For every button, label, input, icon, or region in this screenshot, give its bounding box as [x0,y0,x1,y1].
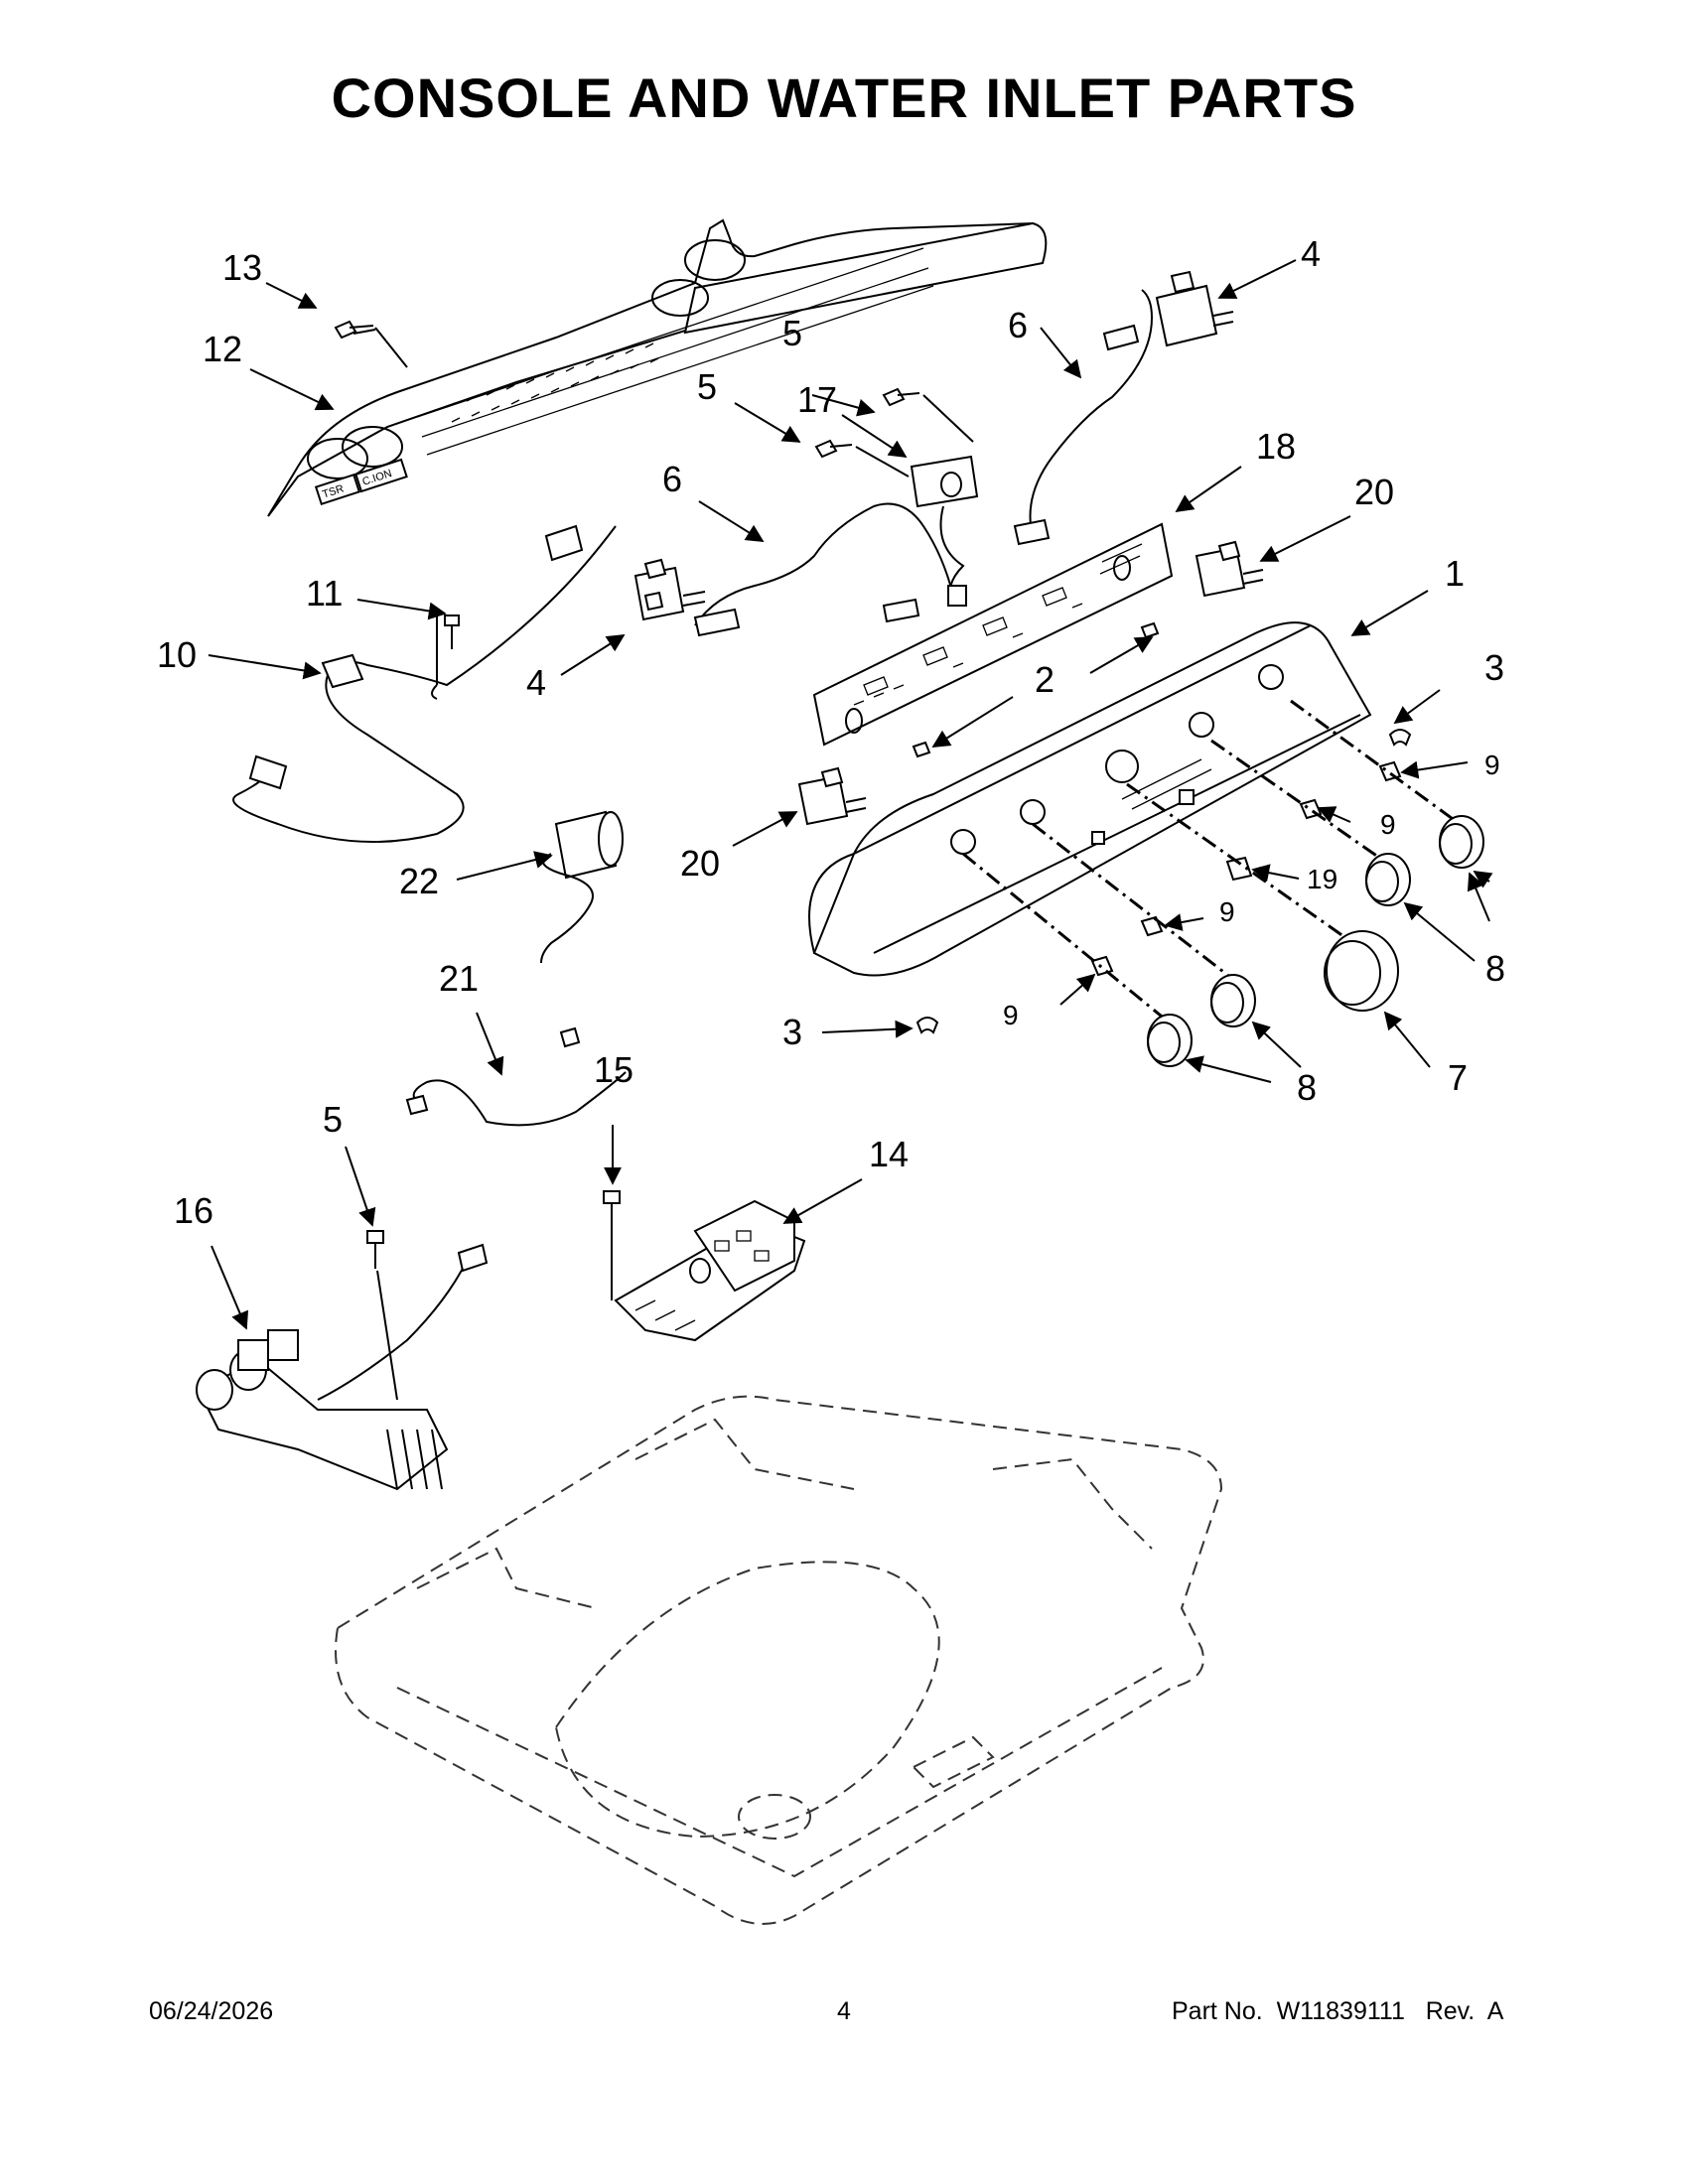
callout-5-top: 5 [782,313,802,353]
callout-labels: 1 2 3 3 4 4 5 5 5 6 6 7 8 8 9 9 9 9 10 1… [157,233,1505,1231]
callout-6-right: 6 [1008,305,1028,345]
callout-5-valve: 5 [323,1099,343,1140]
callout-7: 7 [1448,1057,1468,1098]
knob-8-upper-right [1439,815,1484,869]
callout-20-left: 20 [680,843,720,884]
screw-5-valve [366,1230,384,1269]
footer-date: 06/24/2026 [149,1997,274,2025]
footer-page-number: 4 [837,1997,851,2025]
callout-6-left: 6 [662,459,682,499]
switch-20-left [797,766,867,826]
callout-5-mid: 5 [697,366,717,407]
callout-3-lower: 3 [782,1012,802,1052]
harness-6-right [1013,289,1154,546]
footer-part-number: Part No. W11839111 Rev. A [1172,1997,1504,2025]
knob-8-lower-right [1210,974,1256,1027]
power-cord-10 [232,524,617,843]
harness-21 [405,1026,627,1127]
screw-11 [444,614,460,649]
ui-board-18 [812,522,1174,747]
insert-19 [1225,856,1253,882]
callout-13: 13 [222,247,262,288]
callout-14: 14 [869,1134,909,1174]
console-1 [808,621,1372,977]
control-board-14 [614,1199,806,1342]
sensor-17 [910,455,979,607]
callout-18: 18 [1256,426,1296,467]
callout-3-upper: 3 [1484,647,1504,688]
clip-3-lower [915,1017,939,1034]
leader-arrows [208,259,1493,1330]
switch-20-right [1195,540,1264,598]
harness-6-left [693,502,954,637]
callout-4-lower: 4 [526,662,546,703]
clip-3-upper [1388,729,1412,747]
callout-19: 19 [1307,864,1337,894]
callout-11: 11 [306,573,343,614]
callout-21: 21 [439,958,479,999]
switch-4-right [1155,270,1234,347]
console-cover-12: TSR C.ION [267,218,1048,517]
page-title: CONSOLE AND WATER INLET PARTS [331,67,1357,129]
callout-8-upper: 8 [1485,948,1505,989]
callout-17: 17 [797,379,837,420]
callout-2: 2 [1035,659,1055,700]
callout-9-d: 9 [1003,1000,1019,1030]
callout-9-a: 9 [1484,750,1500,780]
knob-7 [1324,930,1399,1012]
callout-22: 22 [399,861,439,901]
callout-9-b: 9 [1380,809,1396,840]
callout-20-right: 20 [1354,472,1394,512]
inlet-valve-16 [196,1243,489,1491]
switch-4-left [633,558,706,621]
callout-10: 10 [157,634,197,675]
screw-13 [334,320,376,340]
screw-5-upper [882,387,920,407]
callout-1: 1 [1445,553,1465,594]
callout-15: 15 [594,1049,633,1090]
knob-8-lower-left [1147,1014,1193,1067]
clip-2 [912,621,1160,758]
screw-15 [603,1190,621,1231]
washer-top-base-dashed [335,1395,1223,1925]
callout-4-upper: 4 [1301,233,1321,274]
capacitor-22 [540,810,624,964]
callout-8-lower: 8 [1297,1067,1317,1108]
screw-5-lower [814,439,853,459]
knob-8-upper-left [1365,853,1411,906]
callout-16: 16 [174,1190,213,1231]
callout-9-c: 9 [1219,896,1235,927]
callout-12: 12 [203,329,242,369]
